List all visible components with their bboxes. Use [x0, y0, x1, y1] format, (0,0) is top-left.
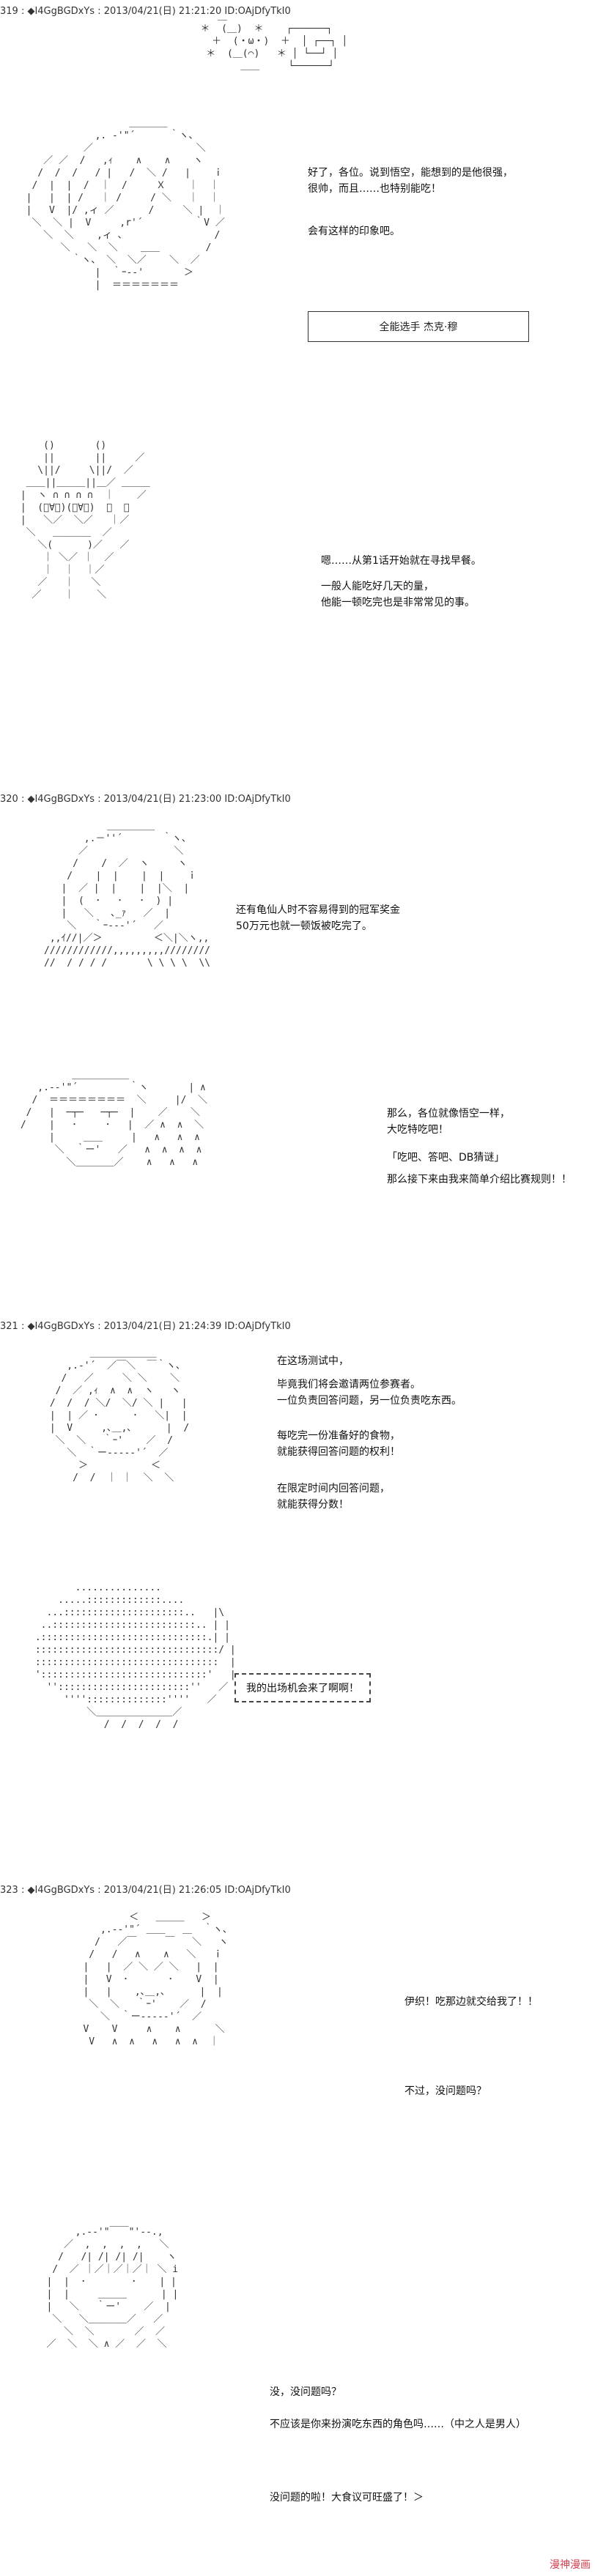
- dialog-bubble: 每吃完一份准备好的食物， 就能获得回答问题的权利！: [277, 1430, 400, 1458]
- dialog-bubble: 那么接下来由我来简单介绍比赛规则！！: [387, 1174, 572, 1185]
- aa-character-2: () () || || ／ \||/ \||/ ／ ＿＿||＿＿＿||＿／ ＿＿…: [20, 440, 150, 600]
- dialog-bubble: 没问题的啦！大食议可旺盛了！＞: [270, 2492, 424, 2504]
- dialog-bubble: 毕竟我们将会邀请两位参赛者。 一位负责回答问题，另一位负责吃东西。: [277, 1379, 462, 1407]
- dialog-bubble: 一般人能吃好几天的量， 他能一顿吃完也是非常常见的事。: [321, 581, 475, 608]
- dialog-bubble: 「吃吧、答吧、DB猜谜」: [387, 1152, 505, 1164]
- caption-box: 全能选手 杰克·穆: [308, 311, 529, 342]
- watermark-logo: 漫神漫画: [550, 2559, 591, 2571]
- aa-title-art: ＿ ＊ (＿) ＊ ┌──────┐ ＋ (・ω・) ＋ │ ┌──┐ │ ＊ …: [200, 11, 348, 72]
- dialog-bubble: 在这场测试中，: [277, 1355, 349, 1367]
- dialog-bubble: 不应该是你来扮演吃东西的角色吗……（中之人是男人）: [270, 2419, 526, 2430]
- dialog-bubble: 不过，没问题吗？: [404, 2085, 487, 2097]
- aa-character-7: ＜ ＿＿＿ ＞ ,.-‐'"´ ＿＿ ＿ ｀ヽ、 / ／￣ ￣ ＼ ヽ / / …: [83, 1912, 232, 2047]
- post-header: 320 : ◆I4GgBGDxYs : 2013/04/21(日) 21:23:…: [0, 794, 291, 805]
- aa-character-3: ＿＿＿＿＿ ,.－''´ ｀ヽ、 ／ ＼ / / ／ ヽ ヽ / | | | |…: [44, 821, 210, 969]
- aa-character-6: ............... .....:::::::::::::.... .…: [34, 1582, 236, 1730]
- dialog-bubble: 那么，各位就像悟空一样， 大吃特吃吧！: [387, 1108, 510, 1136]
- aa-character-1: ＿＿＿＿ ,. ‐'"´ ｀ヽ、 ／ ＼ ／ ／ / ,ｨ ∧ ∧ ヽ / / …: [26, 118, 225, 291]
- dialog-bubble: 好了，各位。说到悟空，能想到的是他很强， 很帅，而且……也特别能吃！: [308, 167, 513, 195]
- dialog-bubble: 没，没问题吗？: [270, 2386, 341, 2398]
- dialog-bubble: 嗯……从第1话开始就在寻找早餐。: [321, 555, 481, 567]
- dialog-bubble: 会有这样的印象吧。: [308, 226, 400, 237]
- aa-character-8: ,.-‐'"￣￣"'‐-., ／ , , , , ＼ / /| /| /| /|…: [46, 2227, 179, 2350]
- dialog-bubble: 在限定时间内回答问题， 就能获得分数！: [277, 1483, 390, 1511]
- post-header: 321 : ◆I4GgBGDxYs : 2013/04/21(日) 21:24:…: [0, 1321, 291, 1332]
- aa-character-4: ＿＿＿＿＿＿ ,.-‐'"´ ｀ヽ | ∧ / ＝＝＝＝＝＝＝＝ ＼ |/ ＼ …: [20, 1070, 208, 1168]
- post-header: 323 : ◆I4GgBGDxYs : 2013/04/21(日) 21:26:…: [0, 1885, 291, 1896]
- exclamation-burst: 我的出场机会来了啊啊！: [234, 1673, 371, 1702]
- aa-character-5: ＿＿＿＿＿＿＿ ,.-'´ ／￣＼ ￣｀ヽ、 / ／ ＼ ＼ ＼ / ／ ,ｨ …: [49, 1348, 190, 1484]
- post-header: 319 : ◆I4GgBGDxYs : 2013/04/21(日) 21:21:…: [0, 6, 291, 17]
- dialog-bubble: 还有龟仙人时不容易得到的冠军奖金 50万元也就一顿饭被吃完了。: [236, 904, 400, 932]
- dialog-bubble: 伊织！吃那边就交给我了！！: [404, 1996, 538, 2008]
